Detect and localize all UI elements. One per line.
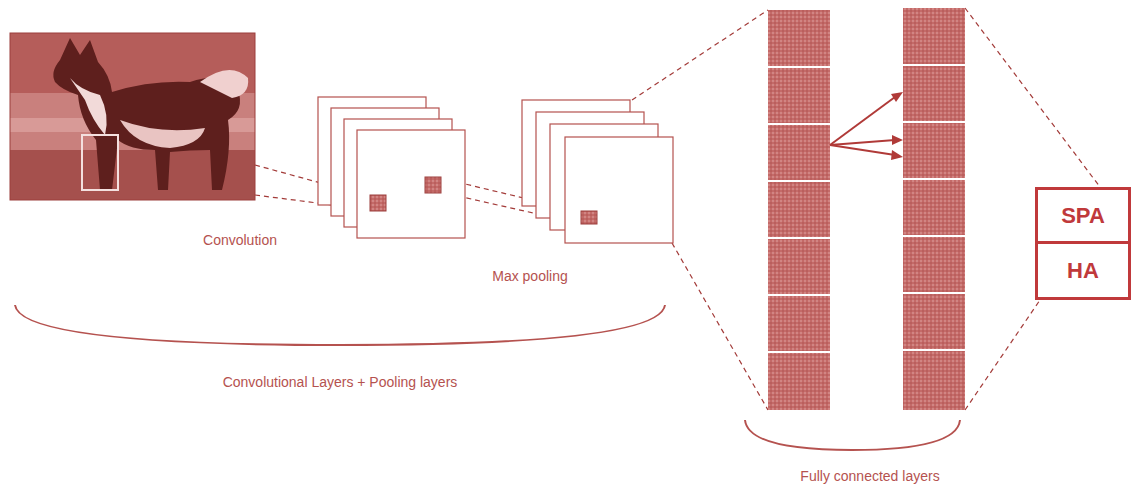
section-label: Fully connected layers	[800, 468, 939, 484]
section-label: Convolutional Layers + Pooling layers	[223, 374, 458, 390]
class-label: SPA	[1061, 203, 1105, 229]
section-label: Convolution	[203, 232, 277, 248]
section-label: Max pooling	[492, 268, 568, 284]
output-box: HA	[1035, 241, 1131, 300]
dog-photo	[10, 33, 255, 200]
class-label: HA	[1067, 258, 1099, 284]
output-box: SPA	[1035, 187, 1131, 244]
